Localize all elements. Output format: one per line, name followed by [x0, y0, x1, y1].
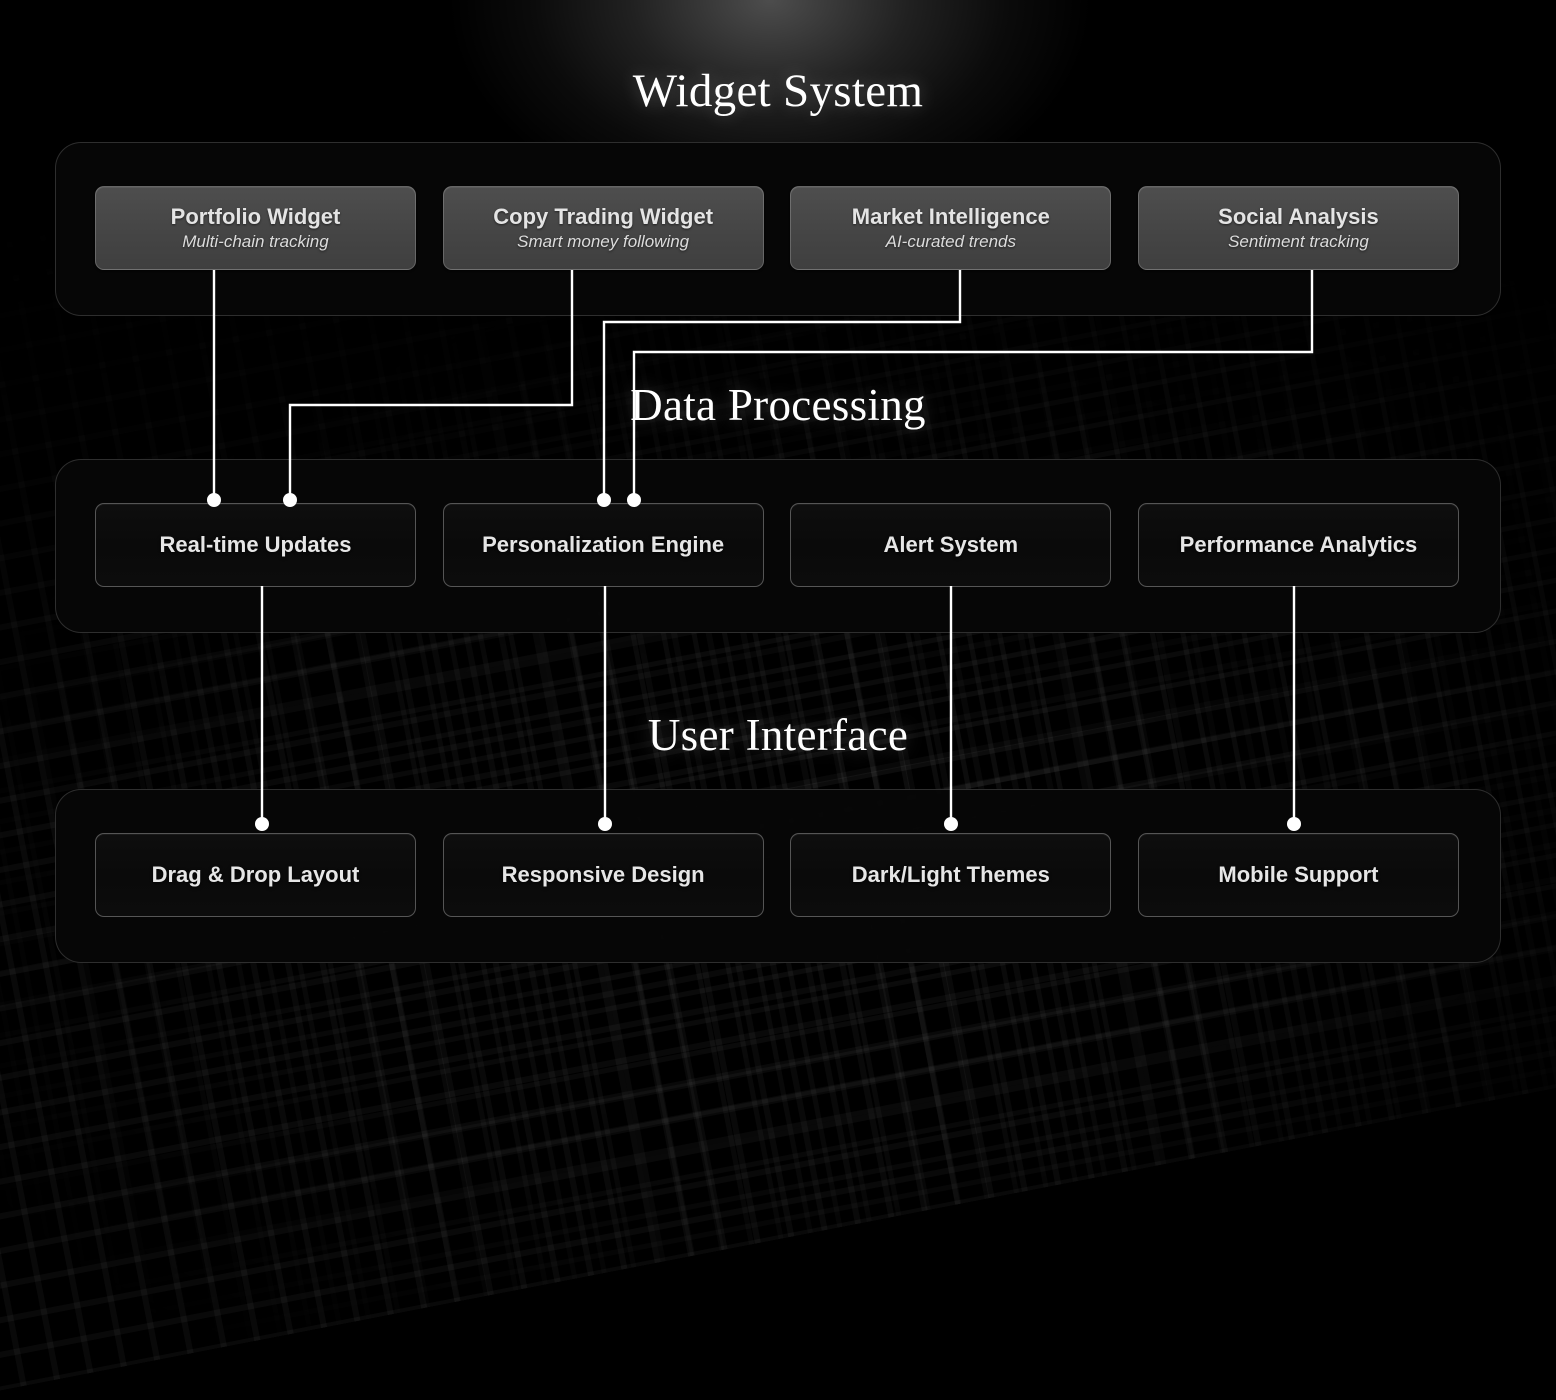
section-title-widget-system: Widget System — [632, 65, 924, 117]
node-title: Alert System — [883, 532, 1019, 557]
section-title-user-interface: User Interface — [647, 710, 909, 760]
node-dark-light-themes[interactable]: Dark/Light Themes — [790, 833, 1112, 917]
node-title: Portfolio Widget — [170, 203, 341, 229]
node-drag-and-drop-layout[interactable]: Drag & Drop Layout — [95, 833, 416, 917]
node-responsive-design[interactable]: Responsive Design — [442, 833, 764, 917]
node-title: Dark/Light Themes — [851, 862, 1050, 887]
node-real-time-updates[interactable]: Real-time Updates — [95, 503, 416, 587]
node-title: Responsive Design — [501, 862, 705, 887]
node-subtitle: Multi-chain tracking — [182, 232, 329, 252]
node-subtitle: Smart money following — [517, 232, 690, 252]
node-title: Copy Trading Widget — [493, 203, 714, 229]
node-market-intelligence[interactable]: Market Intelligence AI-curated trends — [790, 186, 1112, 270]
node-title: Market Intelligence — [851, 203, 1050, 229]
row-widget-system: Portfolio Widget Multi-chain tracking Co… — [55, 142, 1499, 314]
row-data-processing: Real-time Updates Personalization Engine… — [55, 459, 1499, 631]
node-title: Mobile Support — [1218, 862, 1379, 887]
node-title: Real-time Updates — [159, 532, 352, 557]
node-alert-system[interactable]: Alert System — [790, 503, 1112, 587]
node-social-analysis[interactable]: Social Analysis Sentiment tracking — [1137, 186, 1459, 270]
node-subtitle: AI-curated trends — [885, 232, 1017, 252]
node-personalization-engine[interactable]: Personalization Engine — [442, 503, 764, 587]
node-mobile-support[interactable]: Mobile Support — [1137, 833, 1459, 917]
row-user-interface: Drag & Drop Layout Responsive Design Dar… — [55, 789, 1499, 961]
node-title: Social Analysis — [1218, 203, 1379, 229]
node-title: Personalization Engine — [482, 532, 725, 557]
node-portfolio-widget[interactable]: Portfolio Widget Multi-chain tracking — [95, 186, 416, 270]
node-copy-trading-widget[interactable]: Copy Trading Widget Smart money followin… — [442, 186, 764, 270]
section-title-data-processing: Data Processing — [630, 380, 926, 430]
node-title: Performance Analytics — [1179, 532, 1418, 557]
node-title: Drag & Drop Layout — [151, 862, 360, 887]
node-subtitle: Sentiment tracking — [1228, 232, 1369, 252]
node-performance-analytics[interactable]: Performance Analytics — [1137, 503, 1459, 587]
